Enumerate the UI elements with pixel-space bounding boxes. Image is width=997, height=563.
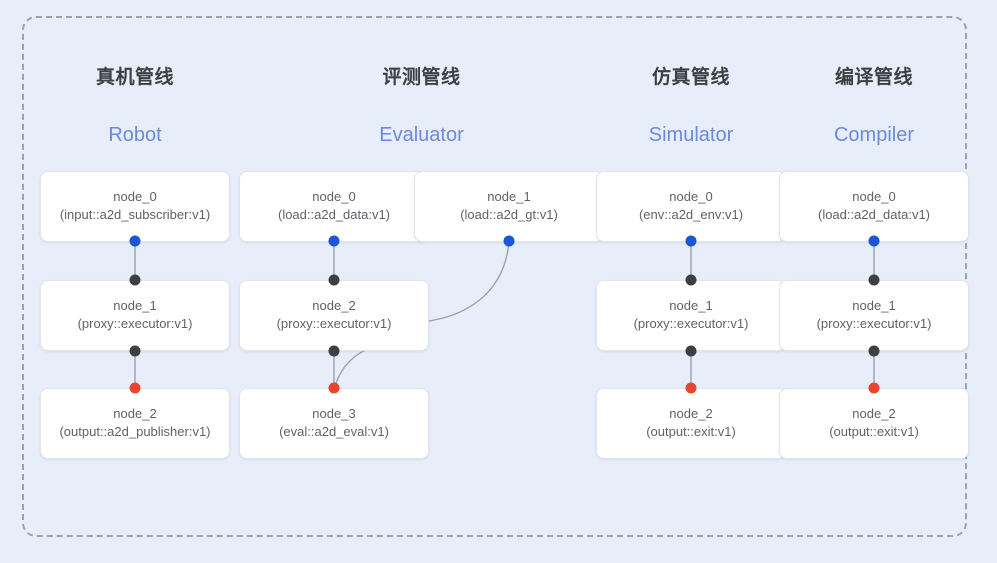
node-output-dot: [129, 235, 141, 247]
node-type: (proxy::executor:v1): [633, 316, 749, 331]
node-evaluator-0[interactable]: node_0 (load::a2d_data:v1): [239, 171, 429, 242]
node-name: node_1: [487, 189, 531, 205]
node-output-dot: [685, 235, 697, 247]
node-name: node_1: [669, 298, 713, 314]
node-input-dot: [129, 274, 141, 286]
node-type: (env::a2d_env:v1): [638, 207, 744, 222]
node-type: (output::exit:v1): [829, 424, 919, 439]
node-type: (eval::a2d_eval:v1): [279, 424, 389, 439]
node-simulator-0[interactable]: node_0 (env::a2d_env:v1): [596, 171, 786, 242]
node-input-dot: [328, 382, 340, 394]
node-robot-2[interactable]: node_2 (output::a2d_publisher:v1): [40, 388, 230, 459]
node-name: node_1: [852, 298, 896, 314]
node-type: (load::a2d_data:v1): [817, 207, 931, 222]
column-title-cn-simulator: 仿真管线: [651, 67, 730, 88]
node-robot-1[interactable]: node_1 (proxy::executor:v1): [40, 280, 230, 351]
node-input-dot: [328, 274, 340, 286]
column-title-cn-robot: 真机管线: [95, 67, 174, 88]
node-type: (output::exit:v1): [646, 424, 736, 439]
node-robot-0[interactable]: node_0 (input::a2d_subscriber:v1): [40, 171, 230, 242]
node-input-dot: [129, 382, 141, 394]
node-output-dot: [328, 235, 340, 247]
node-output-dot: [868, 345, 880, 357]
node-name: node_2: [852, 406, 896, 422]
node-evaluator-1[interactable]: node_1 (load::a2d_gt:v1): [414, 171, 604, 242]
column-title-cn-evaluator: 评测管线: [382, 67, 461, 88]
node-type: (input::a2d_subscriber:v1): [59, 207, 211, 222]
node-name: node_3: [312, 406, 356, 422]
node-name: node_2: [312, 298, 356, 314]
node-output-dot: [328, 345, 340, 357]
node-input-dot: [685, 382, 697, 394]
column-title-en-compiler: Compiler: [833, 124, 915, 146]
column-title-en-robot: Robot: [108, 124, 162, 146]
column-title-en-simulator: Simulator: [648, 124, 734, 146]
node-name: node_2: [669, 406, 713, 422]
node-simulator-1[interactable]: node_1 (proxy::executor:v1): [596, 280, 786, 351]
node-output-dot: [868, 235, 880, 247]
node-name: node_0: [852, 189, 896, 205]
node-type: (output::a2d_publisher:v1): [59, 424, 211, 439]
node-compiler-0[interactable]: node_0 (load::a2d_data:v1): [779, 171, 969, 242]
node-name: node_0: [113, 189, 157, 205]
node-type: (proxy::executor:v1): [276, 316, 392, 331]
node-evaluator-2[interactable]: node_2 (proxy::executor:v1): [239, 280, 429, 351]
node-compiler-1[interactable]: node_1 (proxy::executor:v1): [779, 280, 969, 351]
pipeline-group-frame: [22, 16, 967, 537]
node-name: node_1: [113, 298, 157, 314]
node-input-dot: [868, 274, 880, 286]
node-type: (load::a2d_data:v1): [277, 207, 391, 222]
node-output-dot: [129, 345, 141, 357]
node-input-dot: [685, 274, 697, 286]
node-type: (proxy::executor:v1): [77, 316, 193, 331]
column-title-en-evaluator: Evaluator: [379, 124, 464, 146]
node-input-dot: [868, 382, 880, 394]
node-type: (proxy::executor:v1): [816, 316, 932, 331]
node-evaluator-3[interactable]: node_3 (eval::a2d_eval:v1): [239, 388, 429, 459]
node-name: node_0: [669, 189, 713, 205]
node-name: node_0: [312, 189, 356, 205]
node-simulator-2[interactable]: node_2 (output::exit:v1): [596, 388, 786, 459]
column-title-cn-compiler: 编译管线: [834, 67, 913, 88]
node-name: node_2: [113, 406, 157, 422]
node-type: (load::a2d_gt:v1): [460, 207, 558, 222]
node-compiler-2[interactable]: node_2 (output::exit:v1): [779, 388, 969, 459]
node-output-dot: [685, 345, 697, 357]
node-output-dot: [503, 235, 515, 247]
